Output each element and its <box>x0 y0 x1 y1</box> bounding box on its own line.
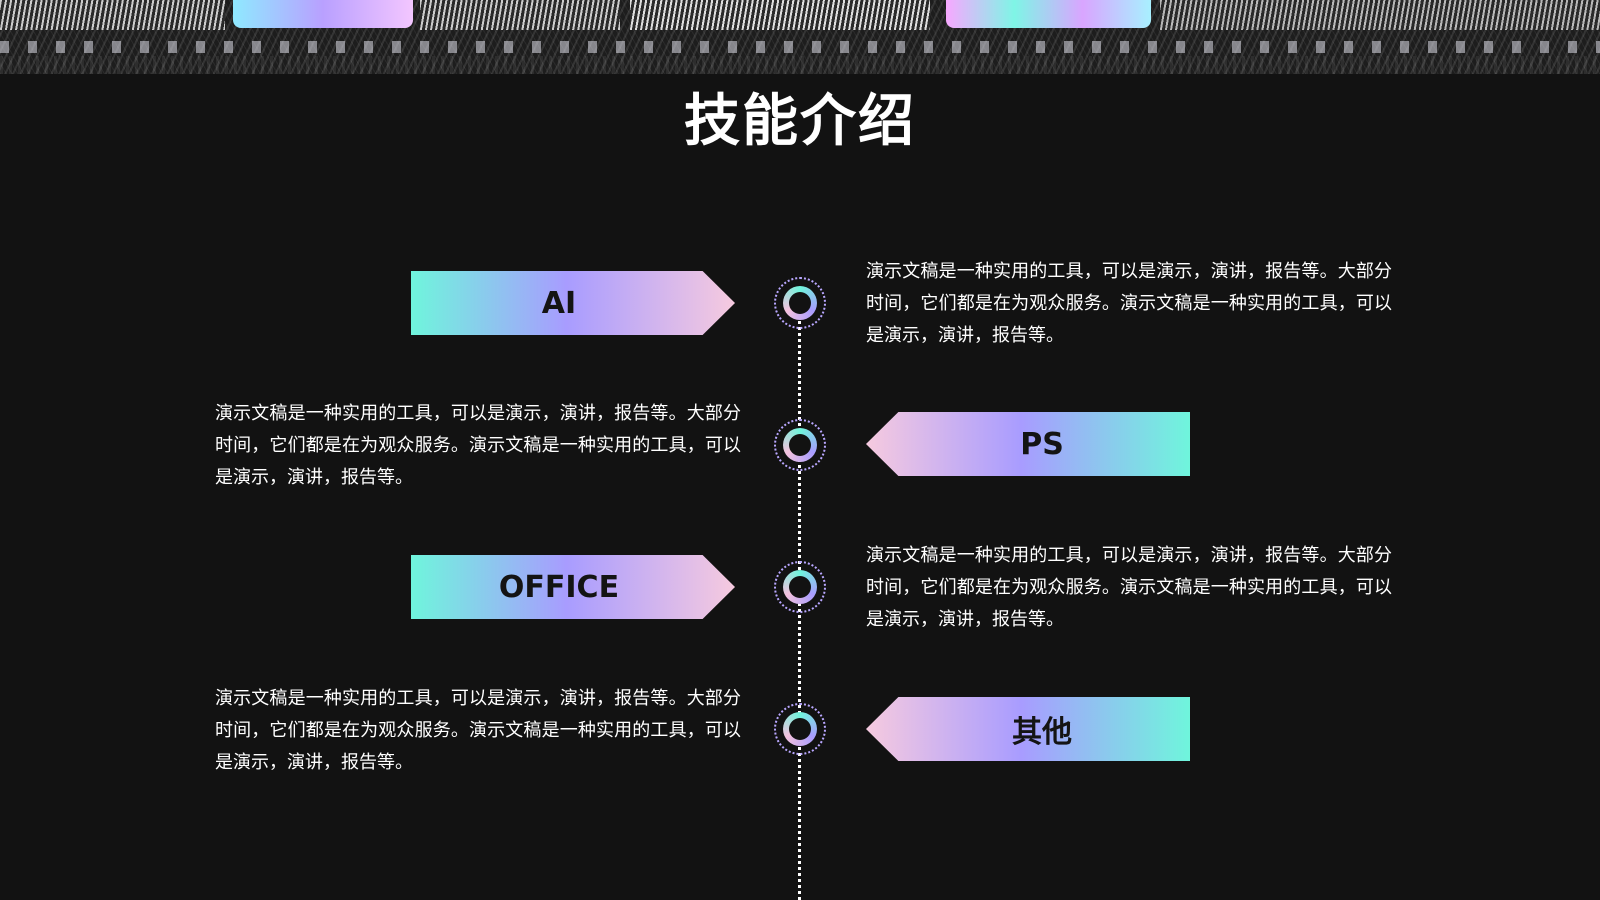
skill-description-office: 演示文稿是一种实用的工具，可以是演示，演讲，报告等。大部分时间，它们都是在为观众… <box>866 545 1392 630</box>
skill-tag-label: OFFICE <box>498 569 620 605</box>
skill-tag-label: AI <box>541 285 577 321</box>
skill-tag-ai: AI <box>411 271 735 335</box>
skill-description-ai: 演示文稿是一种实用的工具，可以是演示，演讲，报告等。大部分时间，它们都是在为观众… <box>866 261 1392 346</box>
film-frame-art <box>420 0 620 30</box>
timeline-node-outer-ring <box>774 277 826 329</box>
film-frame-art <box>630 0 930 30</box>
skill-description-other: 演示文稿是一种实用的工具，可以是演示，演讲，报告等。大部分时间，它们都是在为观众… <box>215 688 741 773</box>
skill-tag-label: 其他 <box>1012 715 1072 750</box>
timeline-node <box>774 419 826 471</box>
skill-tag-label: PS <box>1020 426 1064 462</box>
film-strip-banner <box>0 0 1600 74</box>
timeline-node-ring <box>783 286 817 320</box>
skill-tag-ps: PS <box>866 412 1190 476</box>
timeline-node <box>774 277 826 329</box>
timeline-node-ring <box>783 428 817 462</box>
film-sprocket-holes <box>0 41 1600 53</box>
skill-tag-other: 其他 <box>866 697 1190 761</box>
film-strip-texture <box>0 56 1600 74</box>
timeline-node <box>774 561 826 613</box>
page-title: 技能介绍 <box>684 89 916 154</box>
timeline-node-outer-ring <box>774 419 826 471</box>
film-frame-art <box>0 0 225 30</box>
film-frame-holographic <box>946 0 1151 28</box>
timeline-node-outer-ring <box>774 561 826 613</box>
timeline-node-ring <box>783 712 817 746</box>
skill-tag-office: OFFICE <box>411 555 735 619</box>
timeline-node-outer-ring <box>774 703 826 755</box>
timeline-node <box>774 703 826 755</box>
timeline-node-ring <box>783 570 817 604</box>
film-frame-art <box>1160 0 1600 30</box>
film-frame-holographic <box>233 0 413 28</box>
skill-description-ps: 演示文稿是一种实用的工具，可以是演示，演讲，报告等。大部分时间，它们都是在为观众… <box>215 403 741 488</box>
